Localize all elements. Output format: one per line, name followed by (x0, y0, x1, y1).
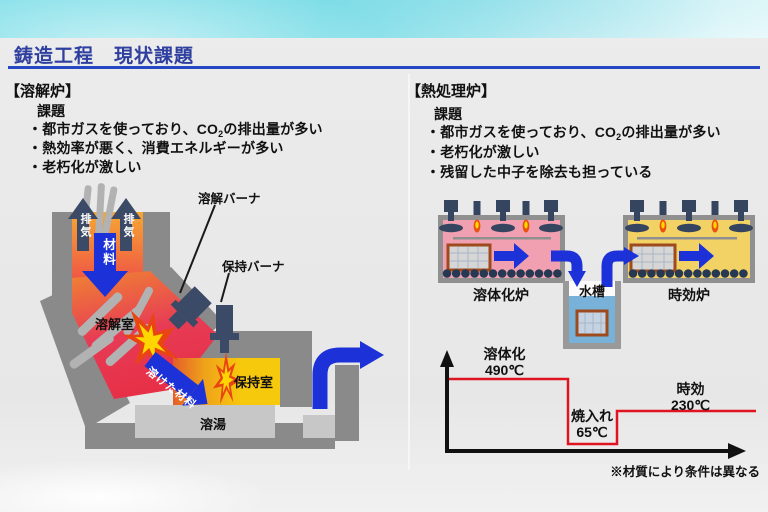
holding-burner-label: 保持バーナ (222, 260, 285, 274)
molten-metal-pool (135, 405, 275, 438)
right-issue-2: ・老朽化が激しい (426, 144, 540, 160)
melting-burner-leader-line (179, 204, 216, 294)
left-issue-3: ・老朽化が激しい (28, 159, 142, 175)
chart-aging-label: 時効 230℃ (670, 381, 711, 413)
exit-flow-arrow (312, 341, 384, 409)
pour-spout (303, 415, 335, 438)
temperature-chart (440, 350, 756, 459)
right-issue-1: ・都市ガスを使っており、CO2の排出量が多い (426, 124, 721, 142)
flow-arrow-right (679, 243, 714, 269)
water-tank (563, 281, 621, 349)
left-issue-2: ・熱効率が悪く、消費エネルギーが多い (28, 140, 284, 156)
exhaust-arrows (68, 198, 141, 251)
melted-material-arrow (144, 351, 208, 406)
solution-furnace-label: 溶体化炉 (473, 287, 529, 303)
temperature-step-line (449, 377, 756, 446)
solution-furnace (438, 200, 565, 283)
co2-subscript: 2 (616, 132, 622, 142)
title-underline (8, 66, 760, 69)
left-issues-title: 課題 (37, 103, 65, 119)
material-label: 材料 (101, 238, 115, 267)
bottom-light-sweep (0, 460, 270, 512)
aging-furnace-label: 時効炉 (668, 287, 710, 303)
holding-chamber-label: 保持室 (234, 375, 274, 390)
right-section-heading: 【熱処理炉】 (406, 83, 497, 100)
chart-solution-label: 溶体化 490℃ (483, 346, 526, 378)
flow-arrow-right (494, 243, 529, 269)
holding-burner-leader-line (220, 272, 230, 303)
holding-burner (210, 305, 239, 353)
to-water-tank-arrow (551, 250, 586, 287)
to-aging-furnace-arrow (601, 247, 639, 287)
material-down-arrow (82, 233, 128, 297)
co2-subscript: 2 (218, 129, 224, 139)
exhaust-label-left: 排気 (79, 213, 91, 239)
right-issue-3: ・残留した中子を除去も担っている (426, 164, 653, 180)
right-issues-title: 課題 (434, 106, 462, 122)
slide-title: 鋳造工程 現状課題 (14, 46, 195, 67)
burner-flames (659, 219, 719, 233)
section-divider (408, 74, 410, 470)
melting-furnace-diagram (40, 183, 384, 449)
y-axis-arrowhead (440, 350, 454, 367)
header-wave-banner (0, 0, 768, 38)
exhaust-label-right: 排気 (122, 213, 134, 239)
x-axis-arrowhead (728, 443, 746, 459)
melting-burner-label: 溶解バーナ (198, 192, 261, 206)
heat-treatment-diagram (438, 200, 755, 349)
melting-chamber-label: 溶解室 (95, 317, 135, 332)
water-tank-label: 水槽 (579, 284, 606, 299)
chart-quench-label: 焼入れ 65℃ (571, 408, 613, 440)
chart-note: ※材質により条件は異なる (610, 465, 760, 479)
molten-metal-label: 溶湯 (200, 417, 227, 432)
burner-flames (473, 219, 530, 233)
left-issue-1: ・都市ガスを使っており、CO2の排出量が多い (28, 121, 323, 139)
aging-furnace (623, 200, 755, 283)
left-section-heading: 【溶解炉】 (5, 83, 81, 100)
